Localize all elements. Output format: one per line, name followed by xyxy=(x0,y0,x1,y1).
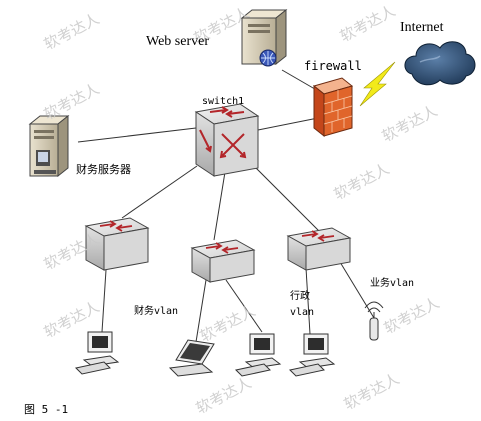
admin-access-switch-icon xyxy=(286,227,352,271)
link-switch1-finance-switch xyxy=(121,165,198,219)
middle-access-switch-icon xyxy=(190,239,256,283)
link-finance-switch-pc xyxy=(101,269,107,333)
finance-server-label: 财务服务器 xyxy=(76,163,131,176)
admin-vlan-label-line2: vlan xyxy=(290,307,315,318)
business-vlan-label: 业务vlan xyxy=(370,278,415,289)
link-firewall-switch1 xyxy=(257,117,319,131)
link-mid-switch-laptop xyxy=(195,279,207,343)
wireless-ap-icon xyxy=(364,301,384,341)
pc-icon xyxy=(74,331,120,375)
laptop-icon xyxy=(168,339,215,377)
figure-caption: 图 5 -1 xyxy=(24,403,69,416)
switch1-label: switch1 xyxy=(202,96,245,107)
pc-icon xyxy=(288,333,336,377)
admin-vlan-label-line1: 行政 xyxy=(290,291,310,302)
link-admin-switch-pc xyxy=(305,267,311,335)
link-switch1-mid-switch xyxy=(213,171,226,241)
link-switch1-admin-switch xyxy=(252,164,321,233)
firewall-icon xyxy=(312,77,354,138)
link-mid-switch-pc xyxy=(225,279,263,333)
switch1-icon xyxy=(194,103,260,177)
pc-icon xyxy=(234,333,282,377)
finance-vlan-label: 财务vlan xyxy=(134,306,179,317)
finance-access-switch-icon xyxy=(84,217,150,271)
link-financeserver-switch1 xyxy=(77,127,197,143)
lightning-icon xyxy=(359,61,396,107)
internet-label: Internet xyxy=(400,20,444,35)
firewall-label: firewall xyxy=(304,59,362,73)
links xyxy=(77,69,375,343)
finance-server-icon xyxy=(28,114,70,178)
internet-cloud-icon xyxy=(404,41,476,86)
web-server-label: Web server xyxy=(146,34,210,49)
web-server-icon xyxy=(240,8,288,67)
link-admin-switch-ap xyxy=(339,261,375,319)
